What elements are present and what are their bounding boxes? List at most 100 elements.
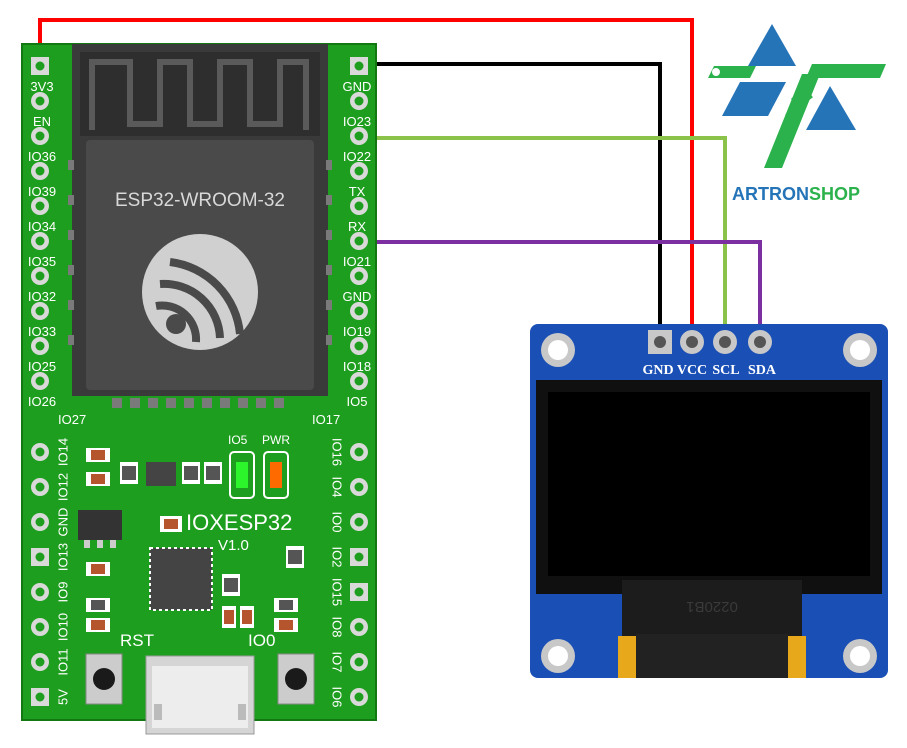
pin-label-right-io22: IO22 [343,149,371,164]
capacitor [120,462,138,484]
board-name: IOXESP32 [186,510,292,535]
logo-text-shop: SHOP [809,184,860,204]
pin-label-bottom-left-io12: IO12 [55,473,70,501]
pin-label-right-io23: IO23 [343,114,371,129]
header-pin-hole [350,197,368,215]
resistor [86,618,110,632]
pin-label-bottom-right-io15: IO15 [330,578,345,606]
oled-pin-vcc [680,330,704,354]
header-pin-hole [350,267,368,285]
header-pin-hole [350,443,368,461]
capacitor [286,546,304,568]
pin-label-bottom-right-io16: IO16 [330,438,345,466]
header-pin-hole [31,688,49,706]
bottom-right-header [350,443,368,706]
oled-pin-gnd [648,330,672,354]
pin-label-left-io34: IO34 [28,219,56,234]
logo-text-art: AR [732,184,758,204]
wire-scl [373,136,727,332]
board-version: V1.0 [218,537,249,554]
pin-label-left-io32: IO32 [28,289,56,304]
pin-label-bottom-right-io0: IO0 [330,512,345,533]
voltage-regulator [78,510,122,548]
header-pin-hole [31,127,49,145]
header-pin-hole [350,478,368,496]
pin-label-io27: IO27 [58,412,86,427]
header-pin-hole [31,162,49,180]
rst-button[interactable] [85,653,123,705]
flex-label: 0220B1 [686,598,738,615]
pin-label-right-gnd: GND [343,79,372,94]
oled-pin-label-vcc: VCC [677,363,707,378]
pin-label-left-io33: IO33 [28,324,56,339]
artronshop-logo: ARTRONSHOP [708,24,886,204]
header-pin-hole [31,302,49,320]
header-pin-hole [31,232,49,250]
oled-pin-label-sda: SDA [748,363,777,378]
resistor [86,472,110,486]
logo-text-tron: TRON [758,184,809,204]
header-pin-hole [350,688,368,706]
header-pin-hole [31,372,49,390]
pin-label-bottom-left-io13: IO13 [55,543,70,571]
oled-pin-scl [713,330,737,354]
header-pin-hole [350,583,368,601]
wire-sda [373,240,762,332]
pin-label-left-3v3: 3V3 [30,79,53,94]
pin-label-left-en: EN [33,114,51,129]
pin-label-bottom-right-io4: IO4 [330,477,345,498]
led-io5 [229,451,255,499]
logo-text: ARTRONSHOP [732,184,860,204]
oled-pin-label-gnd: GND [642,363,673,378]
capacitor [222,574,240,596]
right-header [350,57,368,390]
pin-label-bottom-left-io9: IO9 [55,582,70,603]
bottom-left-header [31,443,49,706]
pin-label-right-tx: TX [349,184,366,199]
led-label-pwr: PWR [262,433,290,447]
oled-pin-sda [748,330,772,354]
capacitor [274,598,298,612]
usb-port[interactable] [145,655,255,735]
led-label-io5: IO5 [228,433,248,447]
antenna-trace [89,59,309,130]
resistor [222,606,236,628]
io0-button[interactable] [277,653,315,705]
pin-label-right-rx: RX [348,219,366,234]
pin-label-left-io35: IO35 [28,254,56,269]
wire-gnd [373,62,662,332]
capacitor [204,462,222,484]
pin-label-bottom-right-io6: IO6 [330,687,345,708]
header-pin-hole [31,548,49,566]
artronshop-logo-icon [708,24,886,168]
pin-label-right-io5: IO5 [347,394,368,409]
header-pin-hole [31,443,49,461]
pin-label-bottom-right-io8: IO8 [330,617,345,638]
mounting-hole [541,333,575,367]
rst-label: RST [120,631,154,650]
header-pin-hole [350,92,368,110]
esp32-board: ESP32-WROOM-32 [21,43,377,735]
header-pin-hole [350,372,368,390]
espressif-logo-icon [142,234,258,350]
pin-label-left-io36: IO36 [28,149,56,164]
header-pin-hole [31,92,49,110]
mounting-hole [843,639,877,673]
header-pin-hole [31,478,49,496]
header-pin-hole [350,653,368,671]
pin-label-bottom-right-io7: IO7 [330,652,345,673]
pin-label-bottom-left-5v: 5V [55,689,70,705]
led-indicators: IO5 PWR [228,433,290,499]
left-header [31,57,49,390]
pin-label-bottom-left-gnd: GND [55,508,70,537]
header-pin-hole [31,583,49,601]
pin-label-right-gnd: GND [343,289,372,304]
header-pin-hole [350,548,368,566]
resistor [86,562,110,576]
